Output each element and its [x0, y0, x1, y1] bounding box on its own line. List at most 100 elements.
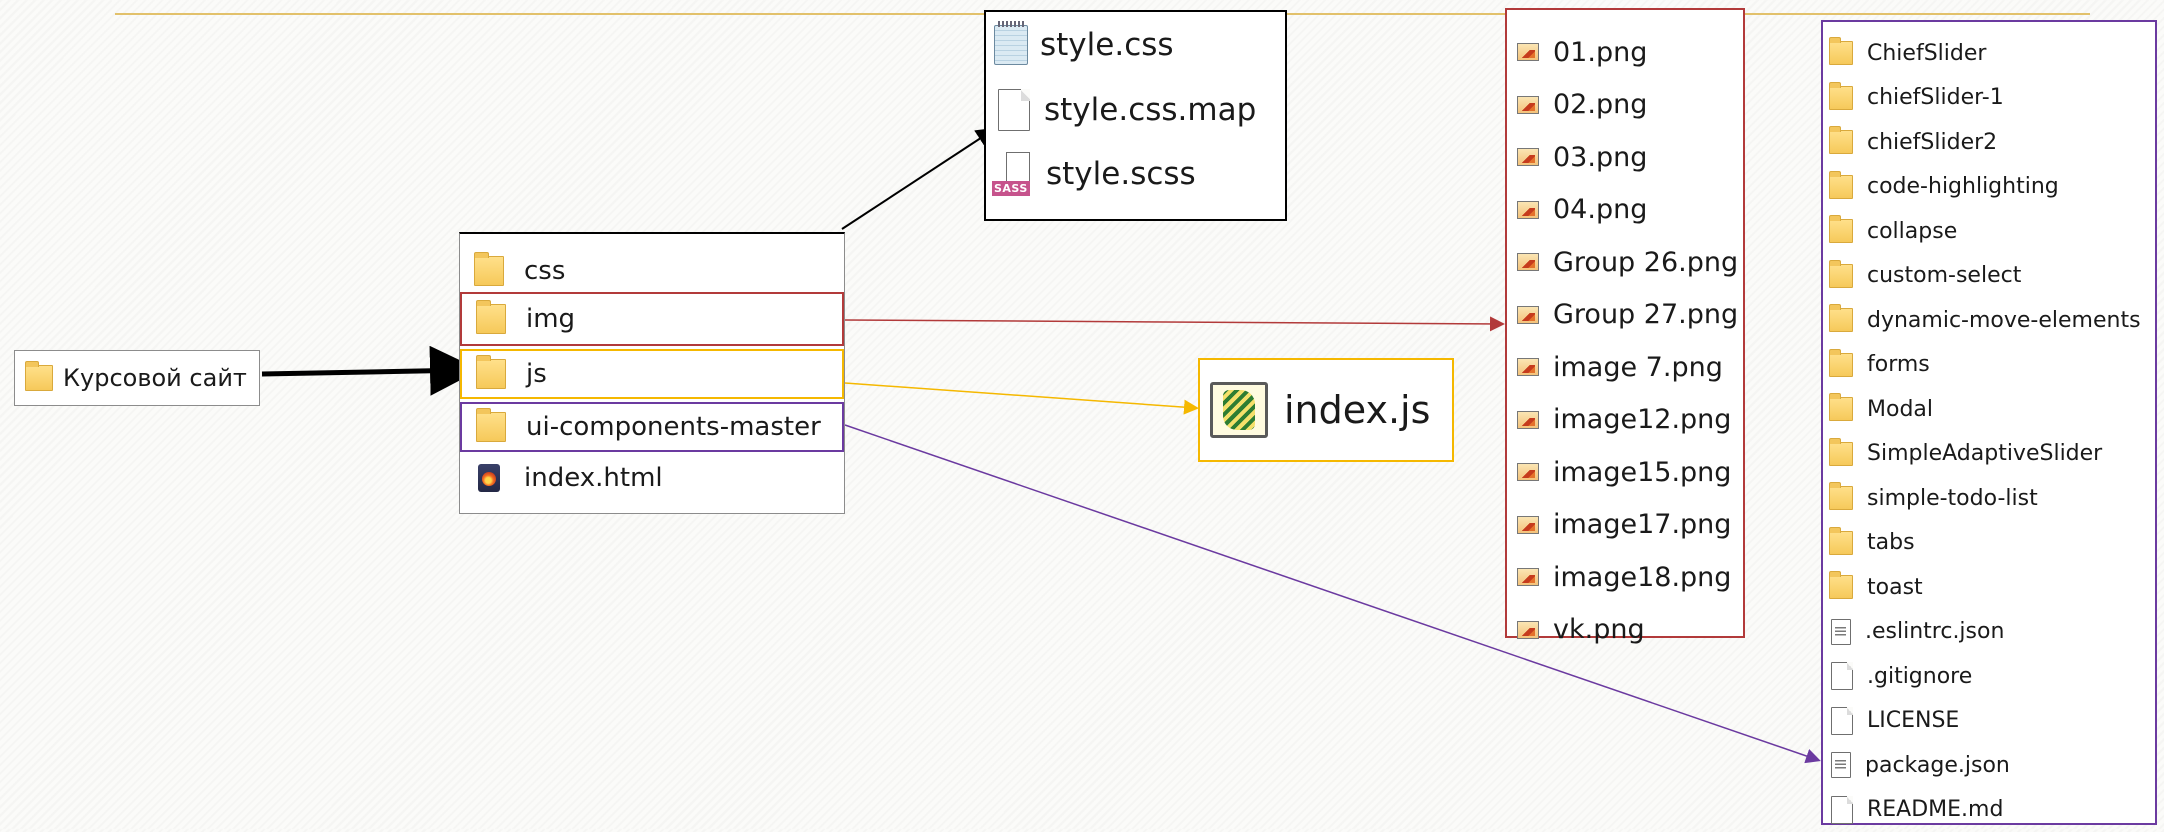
folder-item[interactable]: forms: [1823, 343, 2155, 388]
item-label: SimpleAdaptiveSlider: [1867, 441, 2102, 466]
folder-icon: [1829, 175, 1853, 199]
item-label: LICENSE: [1867, 708, 1959, 733]
item-label: Modal: [1867, 397, 1933, 422]
file-item-label: 02.png: [1553, 89, 1647, 120]
js-folder-panel: index.js: [1198, 358, 1454, 462]
root-folder-node[interactable]: Курсовой сайт: [14, 350, 260, 406]
folder-icon: [476, 412, 506, 442]
arrow-js-to-js-folder: [845, 383, 1196, 408]
arrow-css-to-css-folder: [842, 130, 993, 229]
folder-icon: [1829, 575, 1853, 599]
file-item-index-html[interactable]: index.html: [460, 456, 844, 500]
file-item-style-scss[interactable]: SASS style.scss: [986, 142, 1285, 206]
item-label: ChiefSlider: [1867, 41, 1986, 66]
folder-item-label: ui-components-master: [526, 412, 821, 442]
image-file-icon: [1517, 463, 1539, 481]
folder-icon: [1829, 86, 1853, 110]
image-file-item[interactable]: Group 26.png: [1507, 236, 1743, 289]
folder-icon: [1829, 308, 1853, 332]
file-item-label: style.css.map: [1044, 92, 1256, 128]
file-item-label: image 7.png: [1553, 352, 1723, 383]
item-label: collapse: [1867, 219, 1957, 244]
item-label: forms: [1867, 352, 1930, 377]
folder-item[interactable]: dynamic-move-elements: [1823, 298, 2155, 343]
file-item-label: 04.png: [1553, 194, 1647, 225]
folder-item-js[interactable]: js: [460, 349, 844, 399]
file-item[interactable]: LICENSE: [1823, 699, 2155, 744]
config-file-icon: [1831, 752, 1851, 778]
image-file-icon: [1517, 201, 1539, 219]
folder-icon: [1829, 353, 1853, 377]
image-file-item[interactable]: 01.png: [1507, 26, 1743, 79]
folder-item[interactable]: tabs: [1823, 521, 2155, 566]
item-label: .gitignore: [1867, 664, 1972, 689]
image-file-item[interactable]: image 7.png: [1507, 341, 1743, 394]
folder-item[interactable]: chiefSlider2: [1823, 120, 2155, 165]
folder-icon: [1829, 442, 1853, 466]
html-file-icon: [478, 464, 500, 492]
folder-item-label: img: [526, 304, 575, 334]
folder-item-label: js: [526, 359, 547, 389]
root-folder-label: Курсовой сайт: [63, 364, 247, 392]
item-label: dynamic-move-elements: [1867, 308, 2141, 333]
folder-item[interactable]: simple-todo-list: [1823, 476, 2155, 521]
item-label: simple-todo-list: [1867, 486, 2038, 511]
image-file-item[interactable]: Group 27.png: [1507, 289, 1743, 342]
file-item-label: Group 26.png: [1553, 247, 1738, 278]
folder-item-img[interactable]: img: [460, 292, 844, 346]
file-item-style-css[interactable]: style.css: [986, 12, 1285, 78]
image-file-item[interactable]: vk.png: [1507, 604, 1743, 657]
file-item[interactable]: .eslintrc.json: [1823, 610, 2155, 655]
file-item[interactable]: README.md: [1823, 788, 2155, 832]
project-folder-panel: css img js ui-components-master index.ht…: [459, 232, 845, 514]
image-file-icon: [1517, 358, 1539, 376]
file-item[interactable]: .gitignore: [1823, 654, 2155, 699]
folder-item[interactable]: toast: [1823, 565, 2155, 610]
file-item[interactable]: package.json: [1823, 743, 2155, 788]
folder-item[interactable]: custom-select: [1823, 254, 2155, 299]
folder-item[interactable]: collapse: [1823, 209, 2155, 254]
config-file-icon: [1831, 619, 1851, 645]
image-file-icon: [1517, 306, 1539, 324]
folder-icon: [25, 365, 53, 391]
ui-components-folder-panel: ChiefSlider chiefSlider-1 chiefSlider2 c…: [1821, 20, 2157, 825]
file-item-label: style.scss: [1046, 156, 1196, 192]
file-item-style-css-map[interactable]: style.css.map: [986, 78, 1285, 142]
folder-icon: [1829, 130, 1853, 154]
item-label: toast: [1867, 575, 1923, 600]
image-file-item[interactable]: image12.png: [1507, 394, 1743, 447]
image-file-icon: [1517, 411, 1539, 429]
file-item-label: index.js: [1284, 388, 1430, 432]
arrow-img-to-img-folder: [845, 320, 1502, 324]
image-file-item[interactable]: image15.png: [1507, 446, 1743, 499]
folder-item-css[interactable]: css: [460, 250, 844, 292]
folder-item[interactable]: SimpleAdaptiveSlider: [1823, 432, 2155, 477]
blank-file-icon: [998, 89, 1030, 131]
image-file-item[interactable]: image17.png: [1507, 499, 1743, 552]
folder-icon: [1829, 219, 1853, 243]
sass-file-icon: SASS: [992, 152, 1032, 196]
js-file-icon: [1210, 382, 1268, 438]
folder-icon: [1829, 264, 1853, 288]
image-file-icon: [1517, 148, 1539, 166]
image-file-icon: [1517, 568, 1539, 586]
file-item-label: index.html: [524, 463, 663, 493]
image-file-item[interactable]: 04.png: [1507, 184, 1743, 237]
folder-icon: [476, 359, 506, 389]
image-file-item[interactable]: image18.png: [1507, 551, 1743, 604]
folder-item-ui-components-master[interactable]: ui-components-master: [460, 402, 844, 452]
image-file-item[interactable]: 03.png: [1507, 131, 1743, 184]
folder-item[interactable]: Modal: [1823, 387, 2155, 432]
file-item-index-js[interactable]: index.js: [1200, 360, 1452, 460]
folder-item-label: css: [524, 256, 565, 286]
item-label: chiefSlider-1: [1867, 85, 2004, 110]
folder-icon: [474, 256, 504, 286]
blank-file-icon: [1831, 707, 1853, 735]
folder-item[interactable]: ChiefSlider: [1823, 31, 2155, 76]
folder-item[interactable]: code-highlighting: [1823, 165, 2155, 210]
item-label: chiefSlider2: [1867, 130, 1997, 155]
blank-file-icon: [1831, 796, 1853, 824]
blank-file-icon: [1831, 662, 1853, 690]
image-file-item[interactable]: 02.png: [1507, 79, 1743, 132]
folder-item[interactable]: chiefSlider-1: [1823, 76, 2155, 121]
